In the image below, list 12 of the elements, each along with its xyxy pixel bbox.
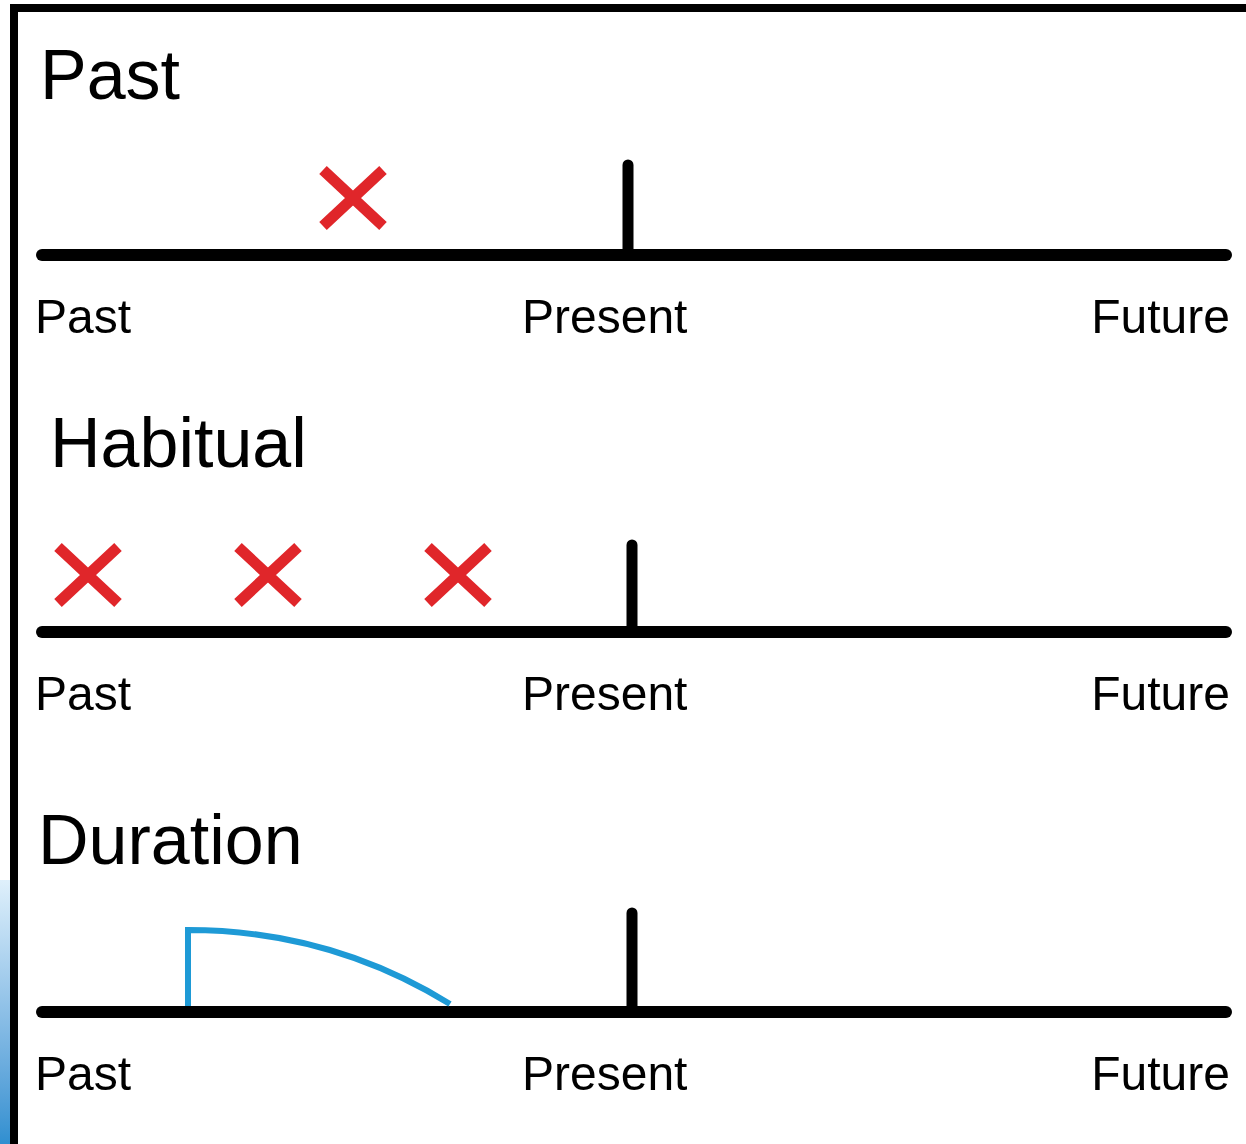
section-heading: Past <box>40 40 181 110</box>
axis-label: Present <box>522 1050 688 1098</box>
axis-label: Future <box>1091 1050 1230 1098</box>
section-heading: Habitual <box>50 408 307 478</box>
axis-label: Present <box>522 670 688 718</box>
axis-label: Past <box>35 1050 132 1098</box>
axis-label: Future <box>1091 293 1230 341</box>
axis-label: Present <box>522 293 688 341</box>
axis-label: Past <box>35 293 132 341</box>
axis-label: Future <box>1091 670 1230 718</box>
axis-label: Past <box>35 670 132 718</box>
section-heading: Duration <box>38 805 303 875</box>
